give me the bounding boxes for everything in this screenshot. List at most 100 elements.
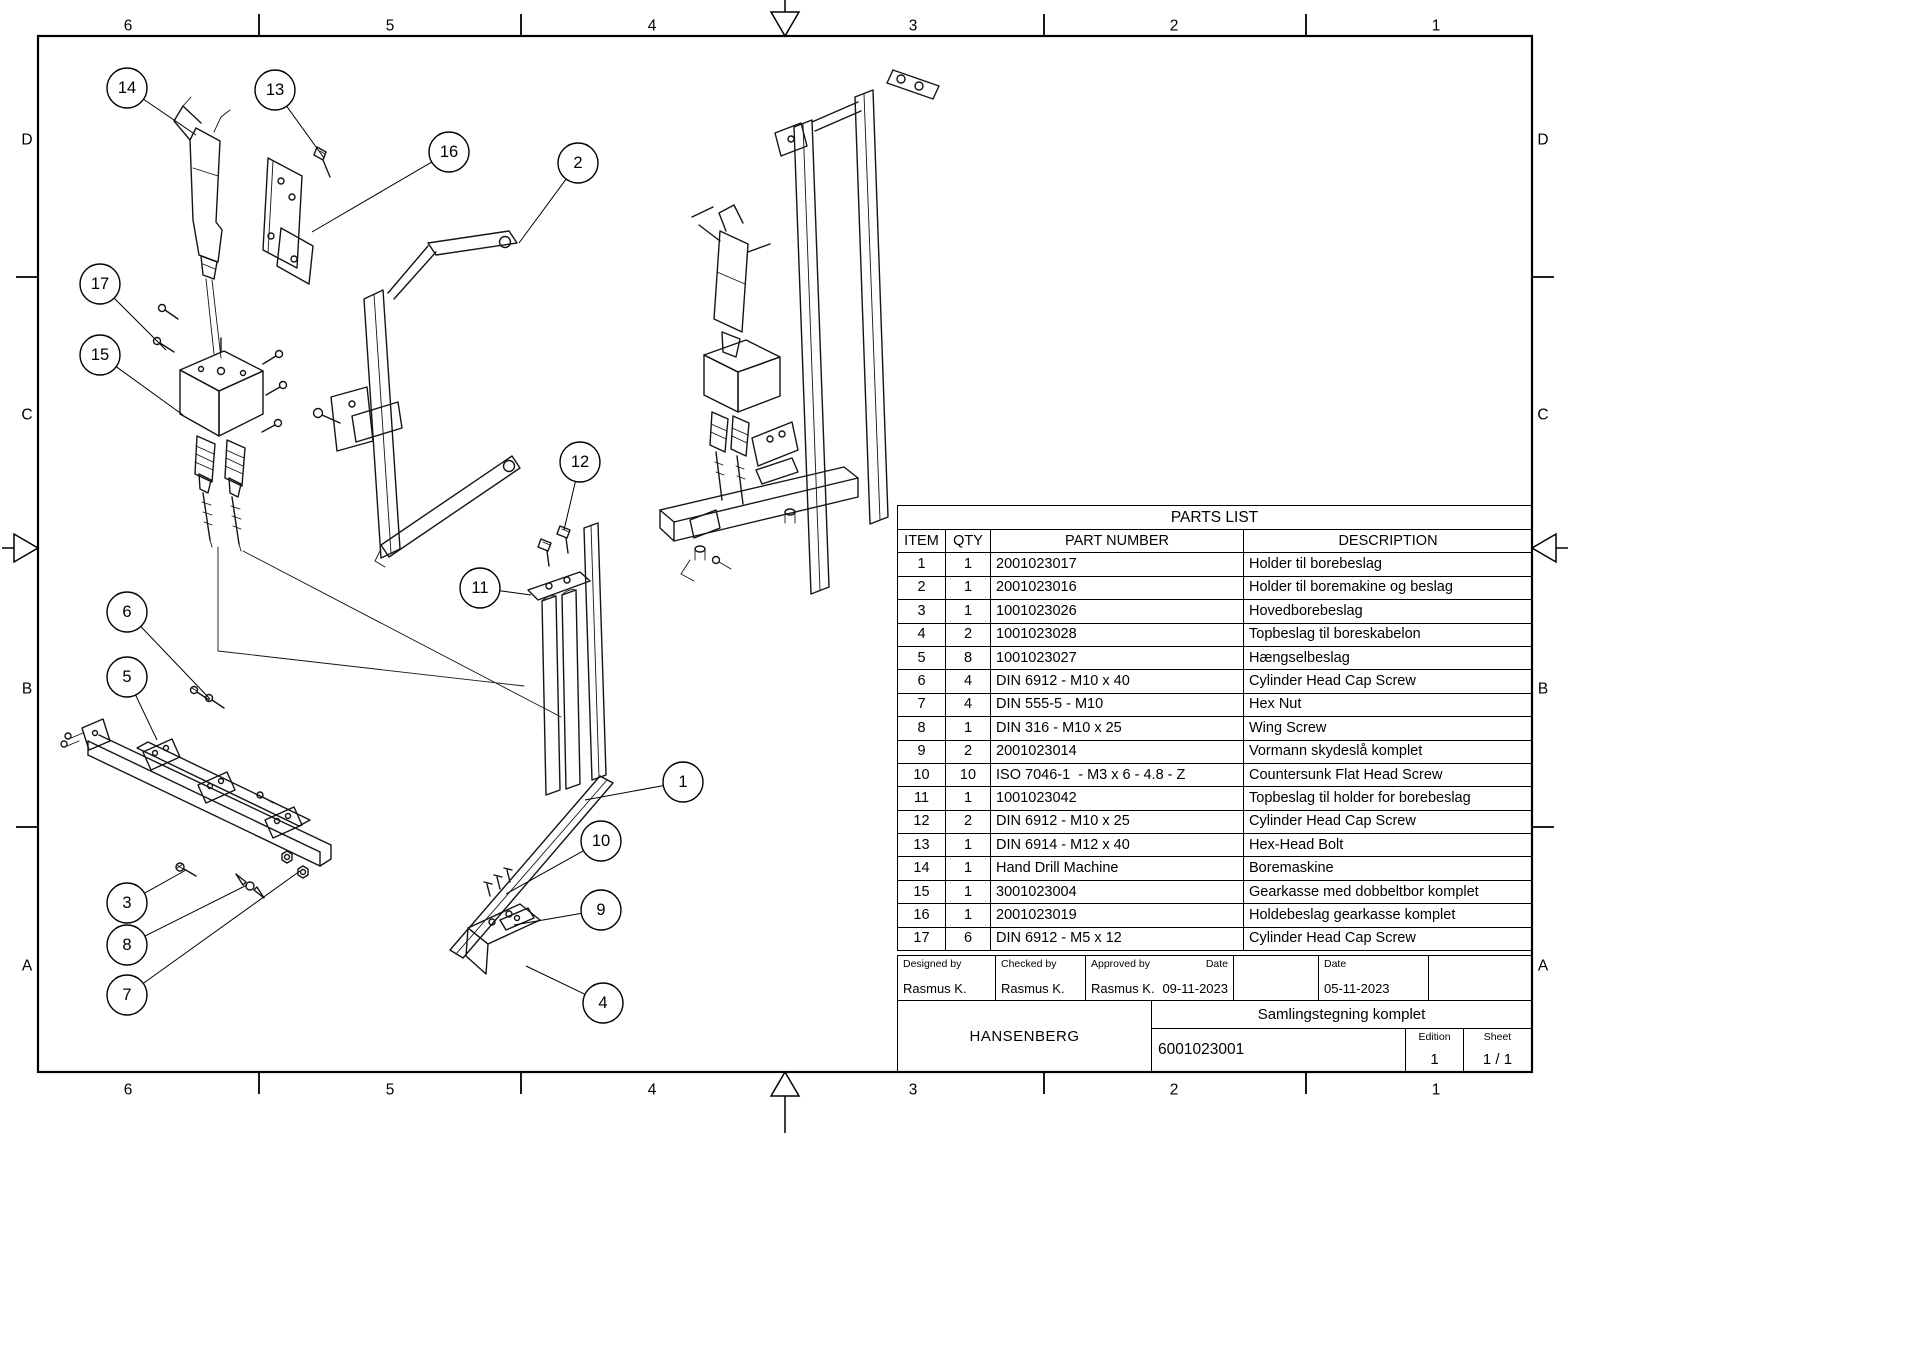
td-description: Hex Nut — [1243, 692, 1533, 718]
td-part-number: DIN 555-5 - M10 — [990, 692, 1244, 718]
zone-label-top: 6 — [124, 18, 133, 35]
balloon-8 — [106, 924, 148, 966]
parts-list: PARTS LIST ITEM QTY PART NUMBER DESCRIPT… — [897, 505, 1533, 952]
balloon-leader-3 — [144, 869, 187, 894]
center-mark-right — [1530, 532, 1568, 564]
td-description: Topbeslag til boreskabelon — [1243, 622, 1533, 647]
balloon-label-1: 1 — [678, 773, 687, 791]
exploded-drill-view — [152, 96, 562, 718]
zone-label-bottom: 5 — [386, 1082, 395, 1099]
posts-base-view — [449, 522, 614, 975]
holder-frame-view — [312, 230, 521, 568]
zone-label-left: C — [21, 407, 32, 424]
td-description: Topbeslag til holder for borebeslag — [1243, 786, 1533, 811]
balloon-label-5: 5 — [122, 668, 131, 686]
td-item: 11 — [897, 786, 946, 811]
col-qty: QTY — [945, 528, 991, 554]
date2-cell: Date 05-11-2023 — [1319, 956, 1429, 1000]
td-item: 15 — [897, 879, 946, 905]
balloon-14 — [106, 67, 148, 109]
edition-value: 1 — [1430, 1051, 1439, 1068]
td-item: 17 — [897, 926, 946, 952]
balloon-label-13: 13 — [266, 81, 284, 99]
balloon-leader-15 — [115, 366, 184, 416]
balloon-leader-13 — [286, 105, 325, 159]
zone-label-top: 1 — [1432, 18, 1441, 35]
date2-value: 05-11-2023 — [1324, 981, 1390, 996]
balloon-leader-16 — [311, 161, 432, 233]
zone-label-left: B — [22, 681, 32, 698]
balloon-3 — [106, 882, 148, 924]
td-item: 8 — [897, 716, 946, 741]
td-item: 7 — [897, 692, 946, 718]
balloon-label-11: 11 — [471, 579, 488, 597]
balloon-label-16: 16 — [440, 143, 458, 161]
approved-by-cell: Approved by Date Rasmus K. 09-11-2023 — [1086, 956, 1234, 1000]
td-qty: 1 — [945, 833, 991, 858]
balloon-12 — [559, 441, 601, 483]
td-part-number: 3001023004 — [990, 879, 1244, 905]
td-qty: 1 — [945, 552, 991, 577]
td-part-number: ISO 7046-1 - M3 x 6 - 4.8 - Z — [990, 762, 1244, 788]
balloon-leader-14 — [143, 98, 197, 136]
approved-by-label: Approved by — [1091, 958, 1150, 970]
td-qty: 6 — [945, 926, 991, 952]
sheet-value: 1 / 1 — [1482, 1051, 1513, 1068]
td-part-number: 2001023014 — [990, 739, 1244, 764]
td-item: 12 — [897, 809, 946, 835]
balloon-label-6: 6 — [122, 603, 131, 621]
td-item: 5 — [897, 645, 946, 671]
zone-label-top: 4 — [648, 18, 657, 35]
td-part-number: 1001023026 — [990, 599, 1244, 624]
designed-by-value: Rasmus K. — [903, 981, 967, 996]
balloon-label-3: 3 — [122, 894, 131, 912]
td-qty: 1 — [945, 716, 991, 741]
td-part-number: Hand Drill Machine — [990, 856, 1244, 881]
td-part-number: 1001023028 — [990, 622, 1244, 647]
td-item: 6 — [897, 669, 946, 694]
sheet-label: Sheet — [1483, 1031, 1512, 1043]
balloon-leader-5 — [135, 694, 158, 741]
table-header-row: ITEM QTY PART NUMBER DESCRIPTION — [897, 528, 1533, 554]
td-part-number: DIN 6914 - M12 x 40 — [990, 833, 1244, 858]
balloon-leader-10 — [505, 850, 584, 895]
td-item: 13 — [897, 833, 946, 858]
assembled-machine-view — [659, 69, 940, 595]
center-mark-top — [769, 0, 801, 38]
td-part-number: 1001023042 — [990, 786, 1244, 811]
col-description: DESCRIPTION — [1243, 528, 1533, 554]
td-description: Countersunk Flat Head Screw — [1243, 762, 1533, 788]
td-part-number: 2001023016 — [990, 575, 1244, 601]
sheet-cell: Sheet 1 / 1 — [1464, 1029, 1531, 1071]
td-qty: 2 — [945, 739, 991, 764]
balloon-label-7: 7 — [122, 986, 131, 1004]
company-name: HANSENBERG — [898, 1001, 1152, 1071]
td-description: Vormann skydeslå komplet — [1243, 739, 1533, 764]
td-description: Holder til borebeslag — [1243, 552, 1533, 577]
td-description: Boremaskine — [1243, 856, 1533, 881]
td-part-number: 2001023017 — [990, 552, 1244, 577]
td-description: Hovedborebeslag — [1243, 599, 1533, 624]
td-qty: 2 — [945, 809, 991, 835]
td-description: Cylinder Head Cap Screw — [1243, 809, 1533, 835]
td-description: Cylinder Head Cap Screw — [1243, 926, 1533, 952]
balloon-label-12: 12 — [571, 453, 589, 471]
date1-label: Date — [1205, 958, 1228, 970]
balloon-label-4: 4 — [598, 994, 607, 1012]
zone-label-top: 3 — [909, 18, 918, 35]
balloon-2 — [557, 142, 599, 184]
balloon-leader-7 — [142, 870, 301, 984]
td-qty: 2 — [945, 622, 991, 647]
balloon-label-2: 2 — [573, 154, 582, 172]
date2-label: Date — [1324, 958, 1347, 970]
td-part-number: DIN 6912 - M10 x 25 — [990, 809, 1244, 835]
